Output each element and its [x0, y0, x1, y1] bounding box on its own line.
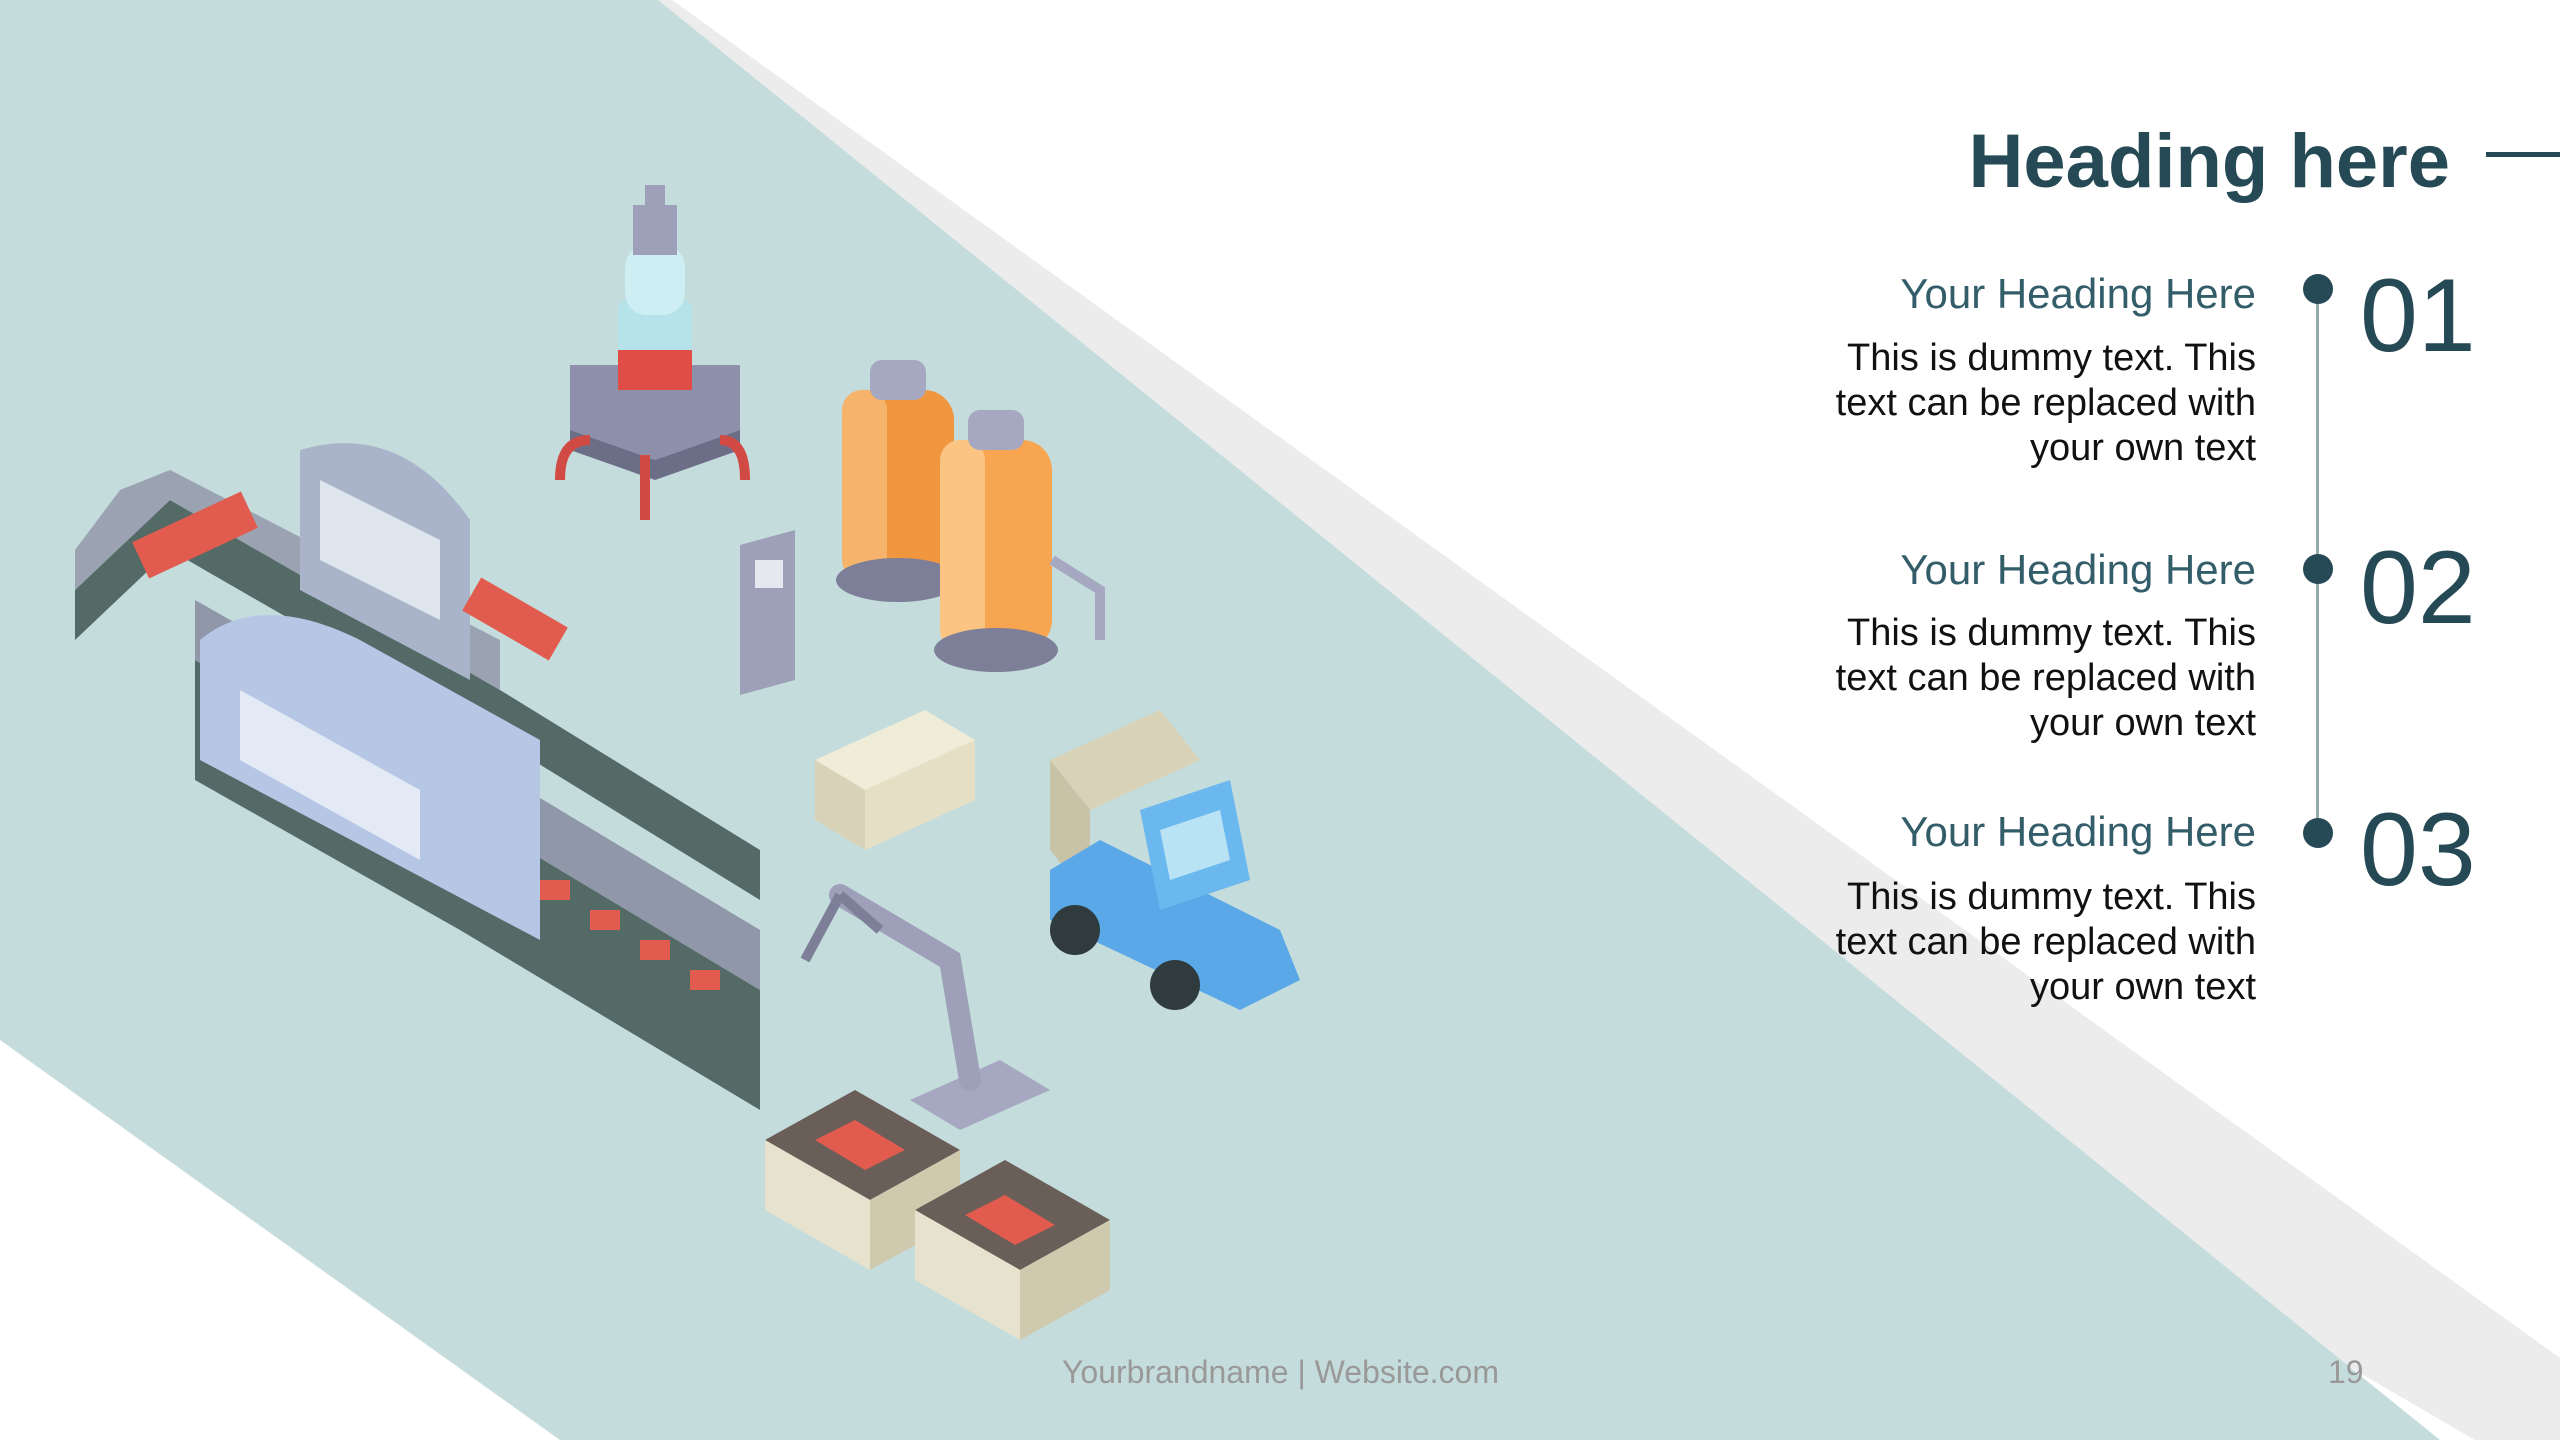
item-body-2: This is dummy text. This text can be rep…: [1835, 612, 2256, 744]
item-number-2: 02: [2360, 530, 2476, 646]
item-number-1: 01: [2360, 258, 2476, 374]
water-tower-icon: [555, 185, 750, 520]
control-panel-icon: [740, 530, 795, 695]
page-title: Heading here: [1968, 119, 2450, 204]
brick-crate-icon: [765, 1090, 1110, 1340]
truck-icon: [1050, 710, 1300, 1010]
page-number: 19: [2328, 1354, 2364, 1390]
robot-arm-icon: [800, 884, 1050, 1130]
timeline-dot-1: [2303, 274, 2333, 304]
gas-tank-icon: [836, 360, 1105, 672]
item-body-1: This is dummy text. This text can be rep…: [1835, 337, 2256, 469]
item-body-3: This is dummy text. This text can be rep…: [1835, 876, 2256, 1008]
concrete-blocks-icon: [815, 710, 975, 850]
timeline-dot-3: [2303, 818, 2333, 848]
title-rule: [2486, 152, 2560, 157]
timeline-dot-2: [2303, 554, 2333, 584]
factory-illustration: [75, 185, 1300, 1340]
item-heading-1: Your Heading Here: [1900, 270, 2256, 317]
conveyor-belt-icon: [75, 443, 760, 1110]
item-heading-2: Your Heading Here: [1900, 546, 2256, 593]
item-heading-3: Your Heading Here: [1900, 808, 2256, 855]
item-number-3: 03: [2360, 792, 2476, 908]
footer-brand: Yourbrandname | Website.com: [1062, 1354, 1499, 1390]
